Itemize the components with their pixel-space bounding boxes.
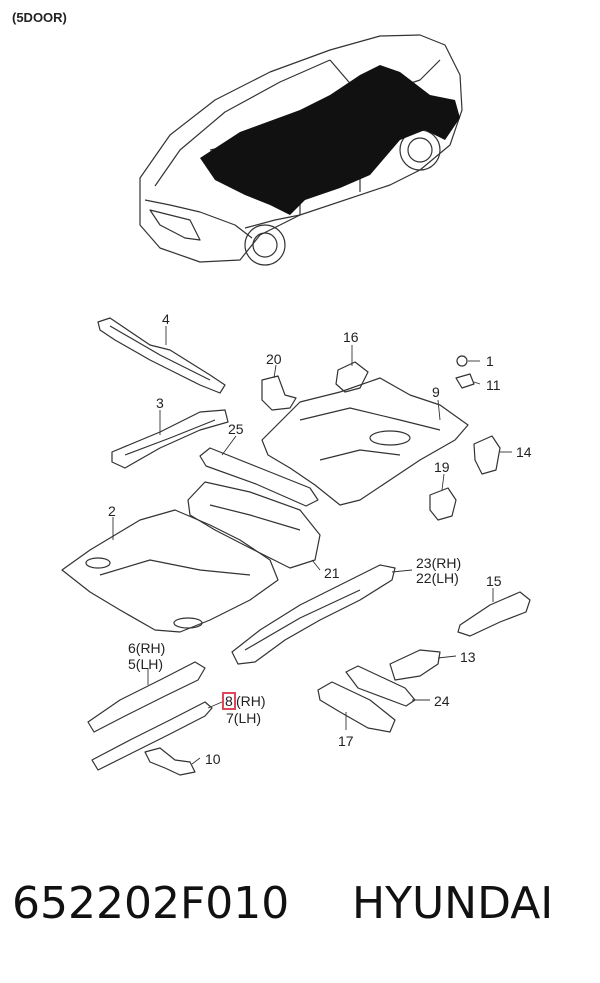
callout-3: 3 [156,395,164,411]
part-19-shape [429,487,457,521]
part-4-shape [97,317,226,394]
footer: 652202F010 HYUNDAI [0,878,600,948]
callout-13: 13 [460,649,476,665]
brand-name: HYUNDAI [352,878,554,929]
callout-9: 9 [432,384,440,400]
callout-4: 4 [162,311,170,327]
part-number: 652202F010 [12,878,290,929]
part-7-8-shape [91,701,213,771]
callout-10: 10 [205,751,221,767]
callout-1: 1 [486,353,494,369]
callout-14: 14 [516,444,532,460]
part-25-shape [199,447,319,507]
callout-24: 24 [434,693,450,709]
callout-6: 6(RH) [128,640,166,656]
callout-16: 16 [343,329,359,345]
part-16-shape [335,361,369,393]
part-17-shape [317,681,396,733]
part-21-shape [187,481,321,569]
variant-label: (5DOOR) [12,10,67,25]
callout-25: 25 [228,421,244,437]
part-3-shape [111,409,229,469]
callout-19: 19 [434,459,450,475]
part-20-shape [261,375,297,411]
callout-15: 15 [486,573,502,589]
callout-17: 17 [338,733,354,749]
callout-23: 23(RH) [416,555,462,571]
callout-5: 5(LH) [128,656,164,672]
part-15-shape [457,591,531,637]
part-11-shape [455,373,475,389]
part-13-shape [389,649,441,681]
leader-lines [112,326,512,765]
part-5-6-shape [87,661,206,733]
callout-8-suffix: (RH) [236,693,266,709]
part-24-shape [345,665,416,707]
part-1-shape [456,355,468,367]
part-22-23-shape [231,564,396,665]
callout-7: 7(LH) [226,710,262,726]
callout-2: 2 [108,503,116,519]
callout-11: 11 [486,377,501,393]
floor-shading [200,65,460,215]
callout-8-number: 8 [222,692,236,710]
part-9-shape [261,377,469,506]
part-10-shape [144,747,196,776]
part-14-shape [473,435,501,475]
part-2-shape [61,509,279,633]
callout-21: 21 [324,565,340,581]
callout-22: 22(LH) [416,570,459,586]
callout-20: 20 [266,351,282,367]
